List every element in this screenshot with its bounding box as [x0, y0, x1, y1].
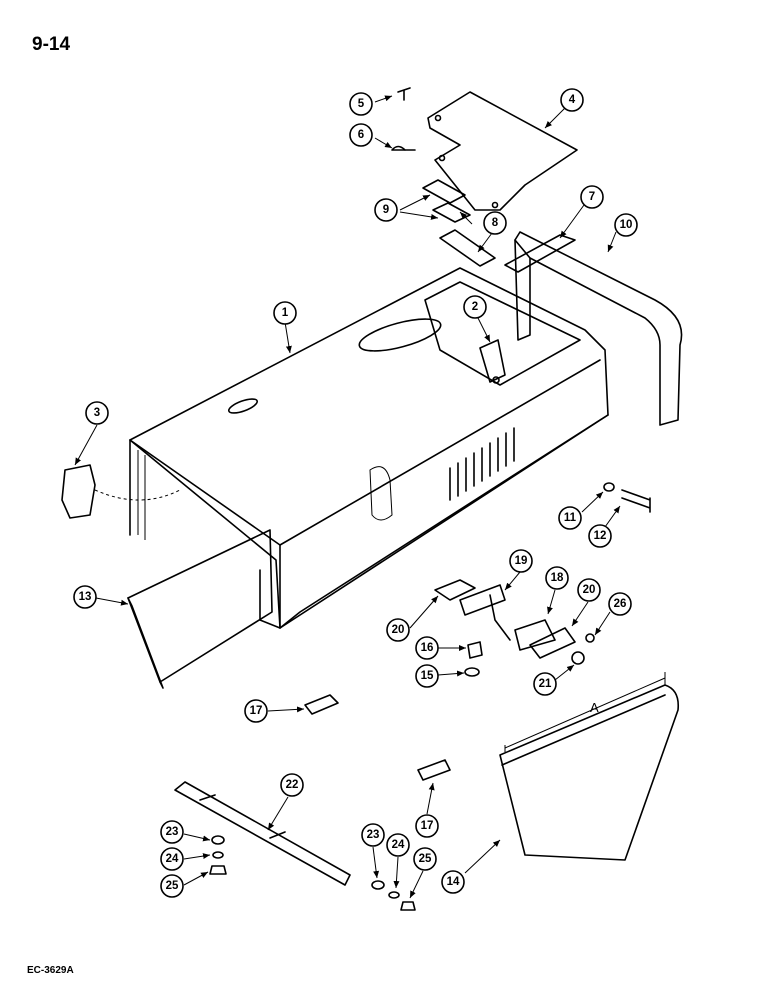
callout-2: 2	[463, 295, 487, 319]
callout-20: 20	[386, 618, 410, 642]
callout-19: 19	[509, 549, 533, 573]
svg-text:8: 8	[492, 217, 499, 229]
callout-24: 24	[160, 847, 184, 871]
svg-text:4: 4	[569, 94, 576, 106]
callout-10: 10	[614, 213, 638, 237]
leader-lines	[74, 95, 621, 899]
callout-12: 12	[588, 524, 612, 548]
svg-text:9: 9	[383, 204, 389, 216]
support-bar	[174, 781, 351, 886]
callout-13: 13	[73, 585, 97, 609]
svg-text:20: 20	[392, 624, 405, 636]
hardware-stack	[209, 835, 416, 911]
svg-text:23: 23	[166, 826, 179, 838]
callout-6: 6	[349, 123, 373, 147]
side-panel-left	[127, 529, 273, 689]
hinge-assembly	[304, 579, 595, 781]
hood-panel	[129, 267, 609, 629]
callout-7: 7	[580, 185, 604, 209]
svg-text:17: 17	[250, 705, 263, 717]
hood-vents	[449, 427, 515, 501]
callout-4: 4	[560, 88, 584, 112]
svg-text:11: 11	[564, 512, 577, 524]
svg-text:22: 22	[286, 779, 299, 791]
bolts	[391, 87, 651, 513]
callout-14: 14	[441, 870, 465, 894]
callout-16: 16	[415, 636, 439, 660]
latch-3	[61, 464, 181, 519]
callout-9: 9	[374, 198, 398, 222]
reference-code: EC-3629A	[27, 965, 74, 976]
svg-text:26: 26	[614, 598, 627, 610]
callout-11: 11	[558, 506, 582, 530]
side-seal	[504, 231, 683, 426]
callout-1: 1	[273, 301, 297, 325]
callout-3: 3	[85, 401, 109, 425]
svg-text:5: 5	[358, 98, 365, 110]
callout-8: 8	[483, 211, 507, 235]
svg-text:3: 3	[94, 407, 100, 419]
svg-text:12: 12	[594, 530, 607, 542]
svg-text:24: 24	[392, 839, 405, 851]
svg-text:13: 13	[79, 591, 92, 603]
svg-text:18: 18	[551, 572, 564, 584]
page-number: 9-14	[32, 34, 71, 55]
svg-text:16: 16	[421, 642, 434, 654]
svg-text:25: 25	[419, 853, 432, 865]
callout-5: 5	[349, 92, 373, 116]
callout-22: 22	[280, 773, 304, 797]
svg-text:10: 10	[620, 219, 633, 231]
svg-text:19: 19	[515, 555, 528, 567]
callout-15: 15	[415, 664, 439, 688]
callout-24b: 24	[386, 833, 410, 857]
svg-text:7: 7	[589, 191, 595, 203]
svg-text:17: 17	[421, 820, 434, 832]
svg-text:25: 25	[166, 880, 179, 892]
gasket-strips	[422, 179, 496, 267]
svg-text:20: 20	[583, 584, 596, 596]
callout-21: 21	[533, 672, 557, 696]
side-panel-right: A	[499, 672, 680, 861]
callout-23: 23	[160, 820, 184, 844]
callout-26: 26	[608, 592, 632, 616]
callout-25: 25	[160, 874, 184, 898]
callout-17b: 17	[415, 814, 439, 838]
svg-text:14: 14	[447, 876, 460, 888]
cover-plate	[427, 91, 578, 211]
callout-20b: 20	[577, 578, 601, 602]
svg-text:24: 24	[166, 853, 179, 865]
svg-text:23: 23	[367, 829, 380, 841]
svg-text:21: 21	[539, 678, 552, 690]
callout-18: 18	[545, 566, 569, 590]
svg-text:6: 6	[358, 129, 364, 141]
svg-text:1: 1	[282, 307, 289, 319]
svg-text:2: 2	[472, 301, 478, 313]
bracket-2	[479, 339, 506, 384]
svg-text:15: 15	[421, 670, 434, 682]
callout-25b: 25	[413, 847, 437, 871]
callout-23b: 23	[361, 823, 385, 847]
callout-17: 17	[244, 699, 268, 723]
dimension-a: A	[590, 700, 599, 715]
